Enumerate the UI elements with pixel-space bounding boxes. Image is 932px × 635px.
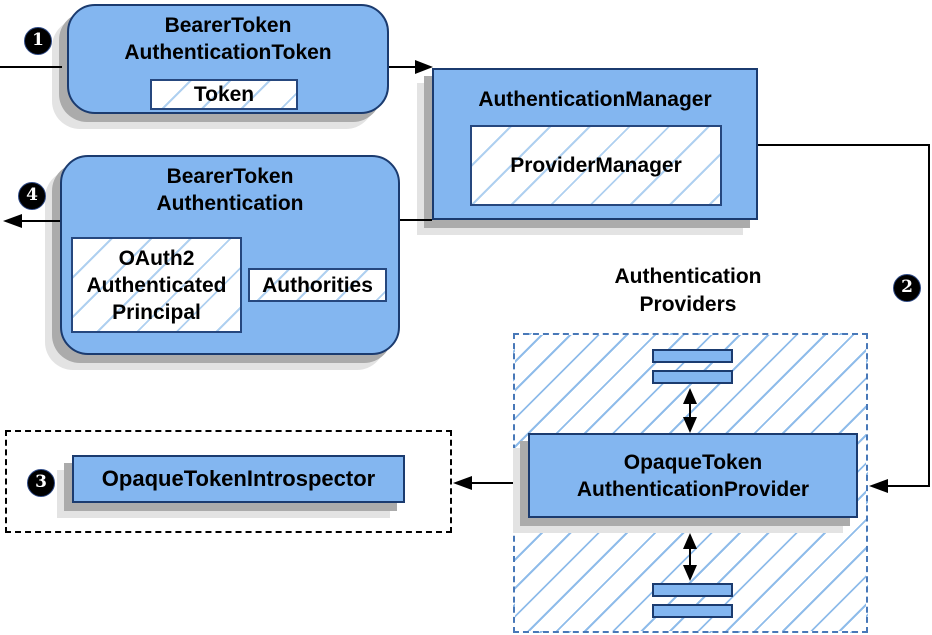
provider-stub-bar [652, 349, 733, 363]
principal-line: Principal [112, 300, 201, 324]
step-1-badge: 1 [24, 27, 52, 55]
arrow-left-icon [3, 214, 22, 228]
arrow-left-icon [869, 479, 888, 493]
node-opaque-token-authentication-provider: OpaqueToken AuthenticationProvider [528, 433, 858, 518]
node-opaque-token-introspector: OpaqueTokenIntrospector [72, 455, 405, 503]
title-line: Authentication [156, 192, 304, 215]
title-line: BearerToken [164, 14, 292, 37]
step-2-badge: 2 [893, 274, 921, 302]
provider-stub-bar [652, 370, 733, 384]
node-authentication-manager: AuthenticationManager ProviderManager [432, 68, 758, 220]
node-title: BearerToken Authentication [62, 163, 398, 217]
provider-stub-bar [652, 604, 733, 618]
step-4-badge: 4 [18, 182, 46, 210]
arrow-left-icon [453, 476, 472, 490]
authentication-providers-label: Authentication Providers [563, 263, 813, 319]
step-3-badge: 3 [27, 469, 55, 497]
node-title: BearerToken AuthenticationToken [69, 12, 387, 66]
label-line: Providers [639, 293, 737, 316]
node-bearer-token-authentication-token: BearerToken AuthenticationToken Token [67, 4, 389, 114]
introspector-label: OpaqueTokenIntrospector [101, 466, 376, 491]
authentication-providers-region: OpaqueToken AuthenticationProvider [513, 333, 868, 633]
provider-manager-box: ProviderManager [470, 125, 722, 206]
title-line: BearerToken [166, 165, 294, 188]
principal-line: Authenticated [86, 273, 227, 297]
node-title: OpaqueToken AuthenticationProvider [530, 449, 856, 503]
title-line: OpaqueToken [623, 451, 763, 474]
principal-line: OAuth2 [118, 246, 195, 270]
token-label: Token [193, 83, 255, 106]
arrow-right-icon [415, 60, 433, 74]
node-bearer-token-authentication: BearerToken Authentication OAuth2 Authen… [60, 155, 400, 355]
title-line: AuthenticationToken [124, 41, 332, 64]
provider-manager-label: ProviderManager [510, 154, 682, 177]
node-title: AuthenticationManager [434, 86, 756, 113]
label-line: Authentication [614, 265, 762, 288]
oauth2-authenticated-principal-box: OAuth2 Authenticated Principal [71, 237, 242, 333]
token-box: Token [150, 79, 298, 110]
authorities-box: Authorities [248, 268, 387, 302]
introspector-dashed-container: OpaqueTokenIntrospector [5, 430, 452, 533]
provider-stub-bar [652, 583, 733, 597]
title-line: AuthenticationProvider [576, 478, 810, 501]
authorities-label: Authorities [262, 273, 373, 297]
title-line: AuthenticationManager [478, 88, 712, 111]
